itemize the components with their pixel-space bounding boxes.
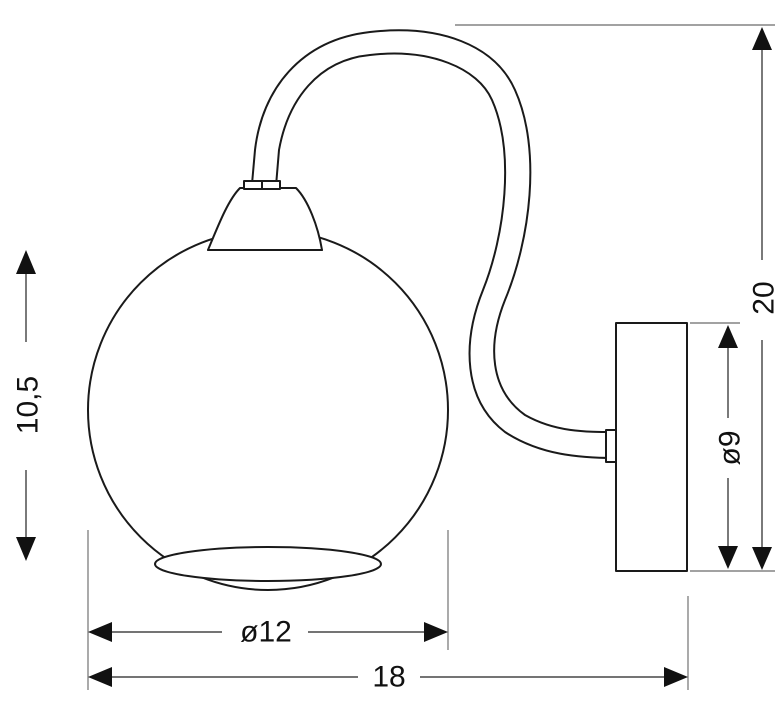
plate-diameter-dimension: ø9	[690, 322, 775, 572]
globe-opening	[154, 546, 382, 582]
total-height-label: 20	[748, 281, 781, 314]
shade-height-label: 10,5	[12, 376, 45, 434]
wall-plate	[615, 322, 688, 572]
shade-diameter-label: ø12	[240, 616, 292, 649]
globe-shade	[87, 229, 449, 591]
plate-diameter-label: ø9	[714, 430, 747, 465]
shade-height-dimension: 10,5	[12, 250, 45, 561]
shade-diameter-dimension: ø12	[87, 530, 449, 690]
arm-connector	[605, 429, 617, 463]
total-width-dimension: 18	[88, 596, 689, 694]
socket-cap	[207, 187, 323, 251]
lamp-arm	[251, 29, 616, 459]
total-width-label: 18	[372, 661, 405, 694]
total-height-dimension: 20	[455, 24, 781, 570]
